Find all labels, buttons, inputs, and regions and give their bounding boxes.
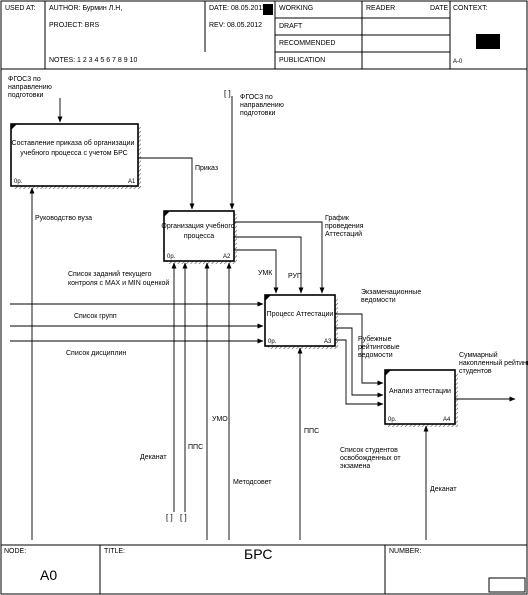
label-rup: РУП [288, 273, 302, 280]
svg-text:[ ]: [ ] [166, 513, 173, 522]
label-rubezh-vedom: Рубежные рейтинговые ведомости [358, 335, 402, 359]
activity-box-a4[interactable]: Анализ аттестации 0р. A4 [384, 369, 458, 427]
notes-field: NOTES: 1 2 3 4 5 6 7 8 9 10 [49, 57, 137, 64]
box-a4-title: Анализ аттестации [389, 388, 451, 395]
status-working: WORKING [279, 5, 313, 12]
box-a4-node: A4 [443, 417, 451, 423]
box-a2-node: A2 [223, 254, 231, 260]
box-a2-cost: 0р. [167, 254, 176, 260]
label-grafik: График проведения Аттестаций [325, 215, 365, 238]
activity-box-a1[interactable]: Составление приказа об организации учебн… [10, 123, 141, 189]
title-label: TITLE: [104, 548, 125, 555]
label-spisok-discipl: Список дисциплин [66, 350, 126, 357]
label-spisok-osvob: Список студентов освобожденных от экзаме… [340, 447, 403, 470]
label-pps-1: ППС [188, 444, 203, 451]
author-field: AUTHOR: Бурмин Л.Н, [49, 5, 122, 12]
box-a4-cost: 0р. [388, 417, 397, 423]
box-a2-title: Организация учебного процесса [161, 222, 236, 240]
tunnel-marks: [ ] [ ] [ ] [166, 89, 231, 522]
arrow-ekzam-vedom [335, 313, 384, 386]
arrow-rup [234, 236, 304, 294]
label-fgos-2: ФГОС3 по направлению подготовки [240, 94, 286, 117]
label-umo: УМО [212, 416, 228, 423]
status-recommended: RECOMMENDED [279, 40, 335, 47]
date-field: DATE: 08.05.2012 [209, 5, 266, 12]
label-dekanat-2: Деканат [430, 486, 457, 493]
box-a1-node: A1 [128, 179, 136, 185]
label-spisok-grupp: Список групп [74, 313, 117, 320]
reader-date-label: DATE [430, 5, 448, 12]
label-pps-2: ППС [304, 428, 319, 435]
arrow-prikaz [138, 157, 195, 210]
number-label: NUMBER: [389, 548, 421, 555]
label-ekzam-vedom: Экзаменационные ведомости [361, 289, 423, 304]
box-a3-cost: 0р. [268, 339, 277, 345]
activity-box-a3[interactable]: Процесс Аттестации 0р. A3 [264, 294, 338, 349]
svg-text:[ ]: [ ] [224, 89, 231, 98]
context-thumbnail [476, 34, 500, 49]
status-draft: DRAFT [279, 23, 303, 30]
context-label: CONTEXT: [453, 5, 488, 12]
label-prikaz: Приказ [195, 165, 218, 172]
box-a3-node: A3 [324, 339, 332, 345]
node-value: A0 [40, 567, 57, 583]
label-summarny: Суммарный накопленный рейтинг студентов [459, 351, 528, 375]
box-a1-cost: 0р. [14, 179, 23, 185]
arrow-osvob [335, 339, 384, 407]
label-spisok-zadaniy: Список заданий текущего контроля с MAX и… [68, 270, 169, 287]
reader-label: READER [366, 5, 395, 12]
arrow-rubezh-vedom [335, 327, 384, 398]
box-a1-title: Составление приказа об организации учебн… [12, 139, 137, 157]
label-metodsovet: Методсовет [233, 479, 272, 486]
node-label: NODE: [4, 548, 26, 555]
project-field: PROJECT: BRS [49, 22, 100, 29]
header-block: USED AT: AUTHOR: Бурмин Л.Н, PROJECT: BR… [1, 1, 527, 70]
label-rukovodstvo: Руководство вуза [35, 215, 92, 222]
status-publication: PUBLICATION [279, 57, 325, 64]
label-umk: УМК [258, 270, 273, 277]
svg-text:[ ]: [ ] [180, 513, 187, 522]
context-node: A-0 [453, 59, 463, 65]
label-dekanat-1: Деканат [140, 454, 167, 461]
label-fgos-1: ФГОС3 по направлению подготовки [8, 76, 54, 99]
activity-box-a2[interactable]: Организация учебного процесса 0р. A2 [161, 210, 237, 264]
footer-marker [488, 577, 526, 593]
footer-block: NODE: A0 TITLE: БРС NUMBER: [1, 544, 527, 594]
used-at-label: USED AT: [5, 5, 36, 12]
box-a3-title: Процесс Аттестации [267, 311, 334, 318]
arrow-umk [234, 249, 279, 294]
title-value: БРС [244, 546, 272, 562]
rev-field: REV: 08.05.2012 [209, 22, 262, 29]
working-status-marker [263, 4, 273, 15]
arrow-grafik [234, 221, 325, 294]
